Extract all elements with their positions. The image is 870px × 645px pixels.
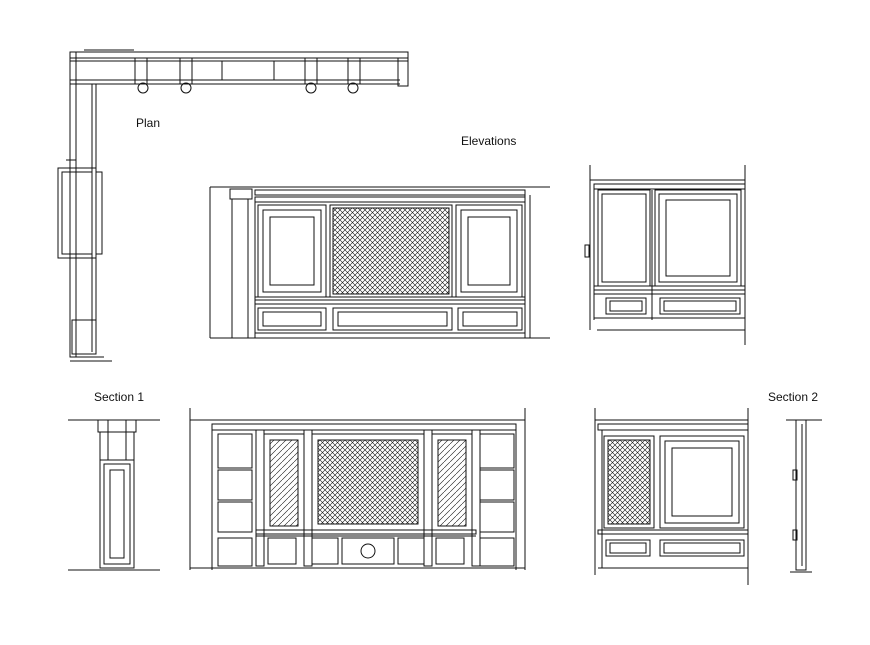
front-elevation <box>190 408 525 570</box>
section2-label: Section 2 <box>768 390 819 404</box>
section-2-view <box>786 420 822 572</box>
plan-view <box>58 50 408 361</box>
section-1-view <box>68 420 160 570</box>
elevations-label: Elevations <box>461 134 517 148</box>
section1-label: Section 1 <box>94 390 145 404</box>
main-elevation <box>210 187 550 338</box>
plan-label: Plan <box>136 116 161 130</box>
side-elevation <box>585 165 745 345</box>
lower-side-elevation <box>595 408 748 585</box>
